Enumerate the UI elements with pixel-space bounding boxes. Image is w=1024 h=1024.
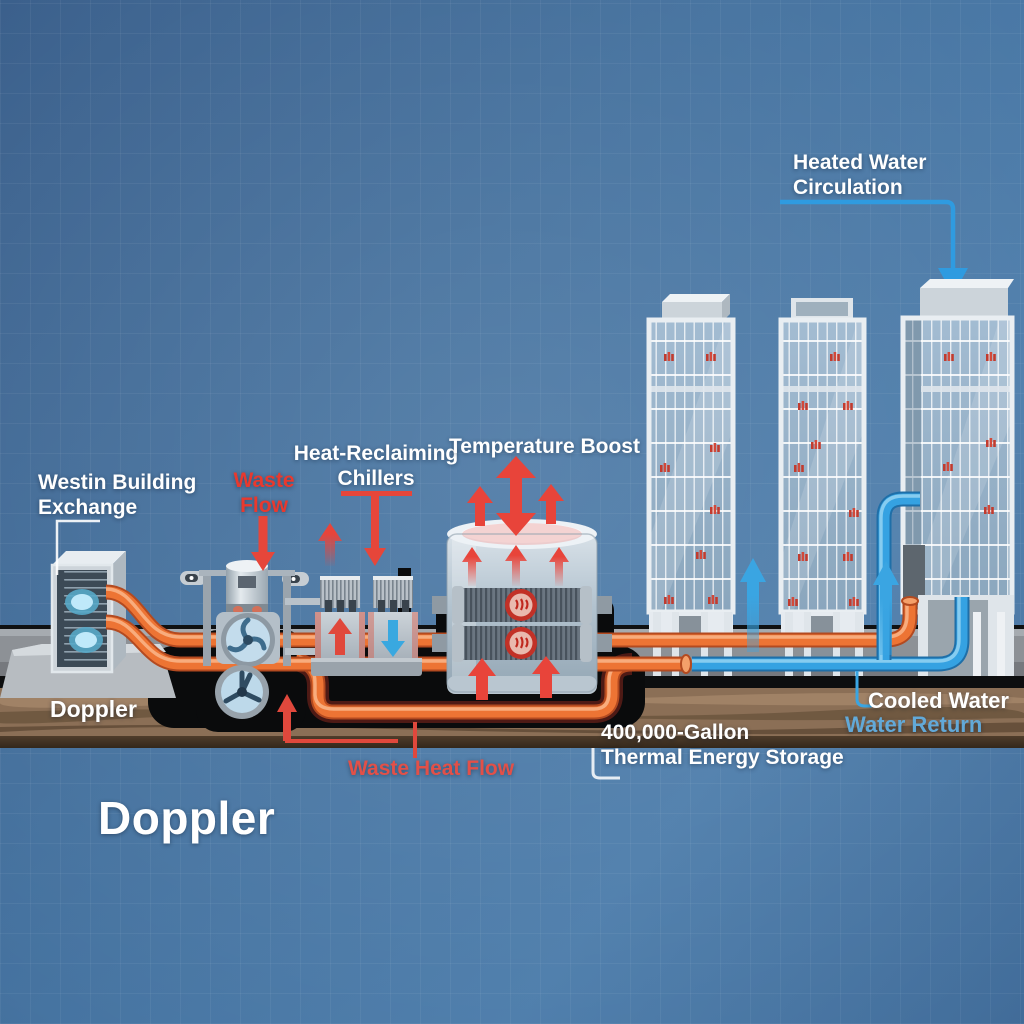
- cooled-water-label: Cooled Water: [868, 688, 1009, 713]
- temperature-boost-up-arrow-icon: [467, 486, 493, 526]
- tank-below-up-arrow-icon: [468, 658, 496, 700]
- heat-arrows: [318, 456, 569, 700]
- waste-heat-up-arrow-icon: [277, 694, 297, 741]
- temperature-boost-label: Temperature Boost: [449, 435, 640, 458]
- tank-inner-up-arrow-icon: [549, 547, 569, 586]
- building-heat-up-arrow-icon: [873, 561, 899, 655]
- westin-building-exchange-label: Westin Building Exchange: [38, 471, 197, 519]
- server-cabinet: [50, 551, 126, 674]
- chillers-pointer-arrow-icon: [341, 491, 412, 566]
- heat-reclaiming-chiller-1: [311, 576, 369, 676]
- tank-inner-up-arrow-icon: [462, 547, 482, 586]
- chiller-rising-arrow-icon: [318, 523, 342, 566]
- waste-heat-pipes: [105, 584, 919, 674]
- waste-heat-flow-bracket: [277, 694, 417, 758]
- waste-flow-label: Waste Flow: [233, 469, 295, 517]
- chiller-cool-down-arrow-icon: [381, 620, 405, 657]
- heat-exchanger-drum-1: [452, 586, 592, 624]
- cooled-water-bracket: [855, 671, 872, 708]
- office-tower-1: [646, 294, 736, 688]
- office-tower-2: [778, 298, 867, 688]
- heat-reclaiming-chiller-2: [364, 576, 422, 676]
- thermal-storage-tank: [432, 519, 612, 694]
- water-return-label: Water Return: [845, 712, 983, 737]
- waste-heat-pipe-upper: [105, 584, 919, 648]
- cooled-water-return-pipe: [692, 597, 970, 672]
- heated-water-circulation-label: Heated Water Circulation: [793, 151, 927, 199]
- waste-heat-pipe-lower: [105, 614, 692, 674]
- waste-flow-arrow-icon: [251, 516, 275, 571]
- heat-exchanger-drum-2: [452, 624, 592, 662]
- temperature-boost-down-arrow-icon: [496, 490, 536, 536]
- chiller-heat-up-arrow-icon: [328, 618, 352, 655]
- heat-reclaiming-chillers-label: Heat-Reclaiming Chillers: [293, 442, 459, 490]
- circulation-pump: [199, 560, 321, 719]
- storage-bracket: [591, 748, 620, 780]
- temperature-boost-up-arrow-icon: [496, 456, 536, 505]
- tank-inner-up-arrow-icon: [505, 545, 527, 586]
- temperature-boost-up-arrow-icon: [538, 484, 564, 524]
- westin-bracket: [55, 519, 100, 575]
- office-tower-3: [900, 279, 1015, 690]
- thermal-energy-storage-label: 400,000-Gallon Thermal Energy Storage: [601, 721, 844, 769]
- cooled-water-pipes: [692, 491, 970, 672]
- heated-water-riser-pipe: [876, 491, 920, 660]
- doppler-title-label: Doppler: [98, 792, 276, 844]
- waste-heat-flow-label: Waste Heat Flow: [348, 757, 515, 780]
- doppler-ground-label: Doppler: [50, 696, 137, 722]
- building-heat-up-arrow-icon: [740, 558, 766, 652]
- tank-below-up-arrow-icon: [532, 656, 560, 698]
